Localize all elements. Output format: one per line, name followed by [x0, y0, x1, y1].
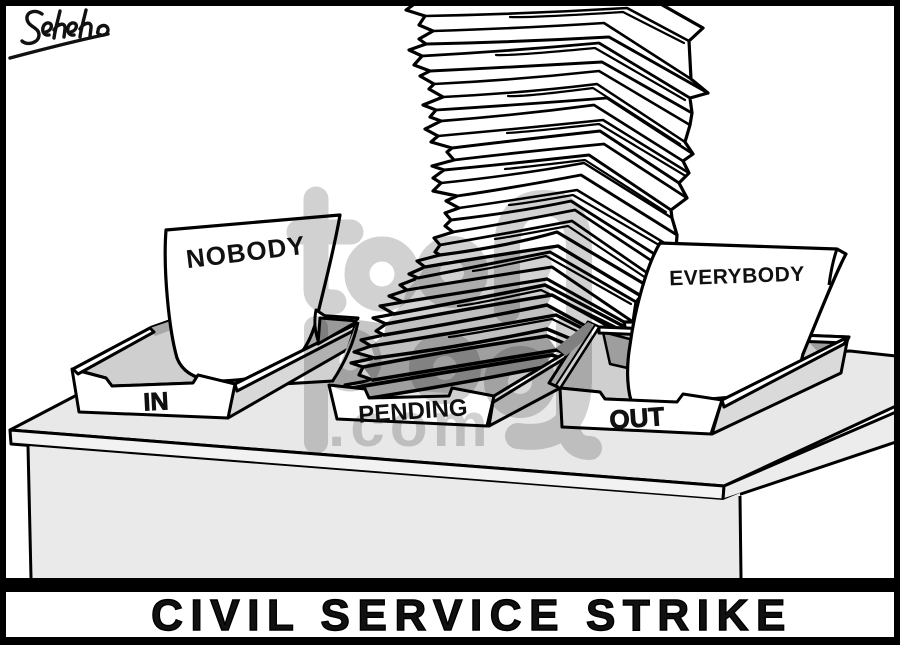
svg-text:EVERYBODY: EVERYBODY	[669, 263, 805, 291]
svg-text:.com: .com	[328, 391, 493, 460]
svg-text:CIVIL SERVICE STRIKE: CIVIL SERVICE STRIKE	[151, 591, 793, 640]
svg-text:IN: IN	[143, 387, 169, 416]
svg-text:OUT: OUT	[608, 401, 665, 435]
